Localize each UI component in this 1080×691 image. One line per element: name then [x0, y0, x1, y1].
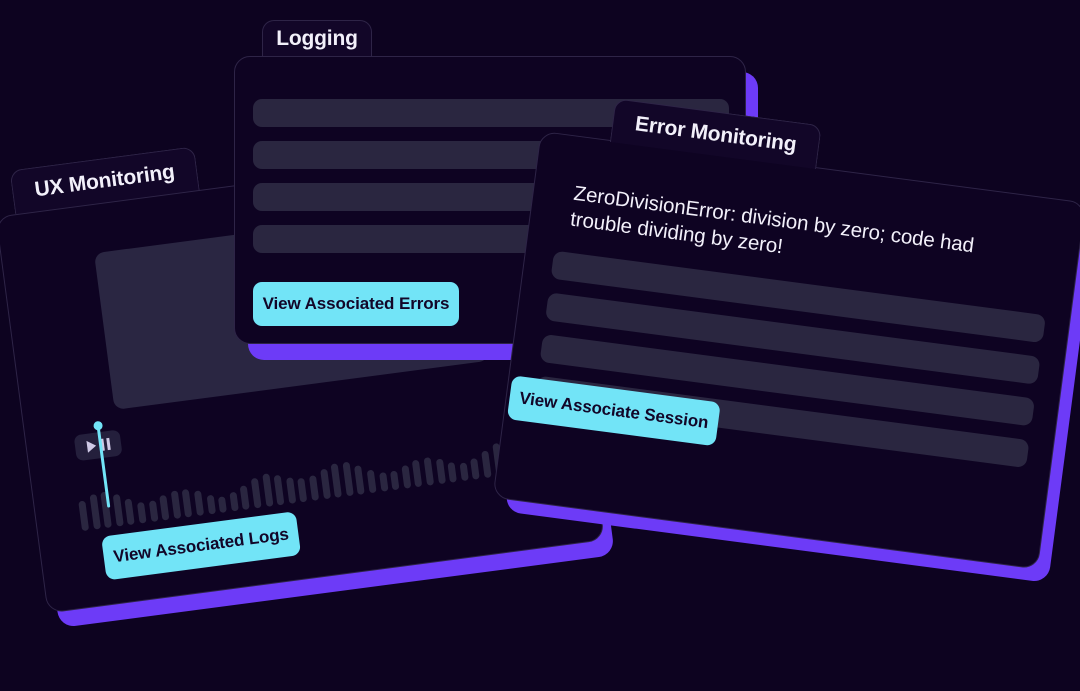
waveform-bar [285, 477, 297, 504]
waveform-bar [412, 459, 423, 488]
view-associated-errors-button[interactable]: View Associated Errors [253, 282, 459, 326]
waveform-bar [250, 477, 262, 509]
error-monitoring-card: ZeroDivisionError: division by zero; cod… [479, 98, 1080, 616]
waveform-bar [330, 463, 343, 498]
waveform-bar [390, 470, 400, 491]
waveform-bar [229, 492, 239, 512]
waveform-bar [261, 473, 274, 507]
waveform-bar [366, 469, 377, 494]
waveform-bar [401, 465, 412, 489]
waveform-bar [89, 494, 101, 530]
waveform-bar [378, 472, 389, 492]
waveform[interactable] [71, 389, 548, 532]
waveform-bar [218, 495, 228, 514]
error-card-body: ZeroDivisionError: division by zero; cod… [492, 130, 1080, 570]
waveform-bar [273, 474, 285, 506]
waveform-bar [342, 461, 354, 497]
waveform-bar [470, 457, 481, 480]
waveform-bar [297, 477, 308, 503]
waveform-bar [435, 458, 446, 485]
waveform-bar [308, 474, 320, 501]
waveform-bar [206, 494, 216, 515]
waveform-bar [136, 501, 147, 524]
waveform-bar [319, 468, 331, 500]
waveform-bar [354, 464, 366, 495]
tab-logging[interactable]: Logging [262, 20, 372, 57]
waveform-bar [459, 462, 469, 482]
waveform-bar [124, 498, 136, 526]
tab-logging-label: Logging [276, 27, 358, 50]
waveform-bar [170, 490, 182, 520]
waveform-bar [78, 500, 90, 532]
waveform-bar [148, 500, 159, 523]
waveform-bar [159, 495, 170, 521]
waveform-bar [181, 488, 193, 518]
waveform-bar [240, 484, 251, 511]
waveform-bar [112, 494, 124, 527]
waveform-bar [447, 461, 458, 483]
waveform-bar [193, 490, 205, 517]
waveform-bar [423, 457, 435, 486]
